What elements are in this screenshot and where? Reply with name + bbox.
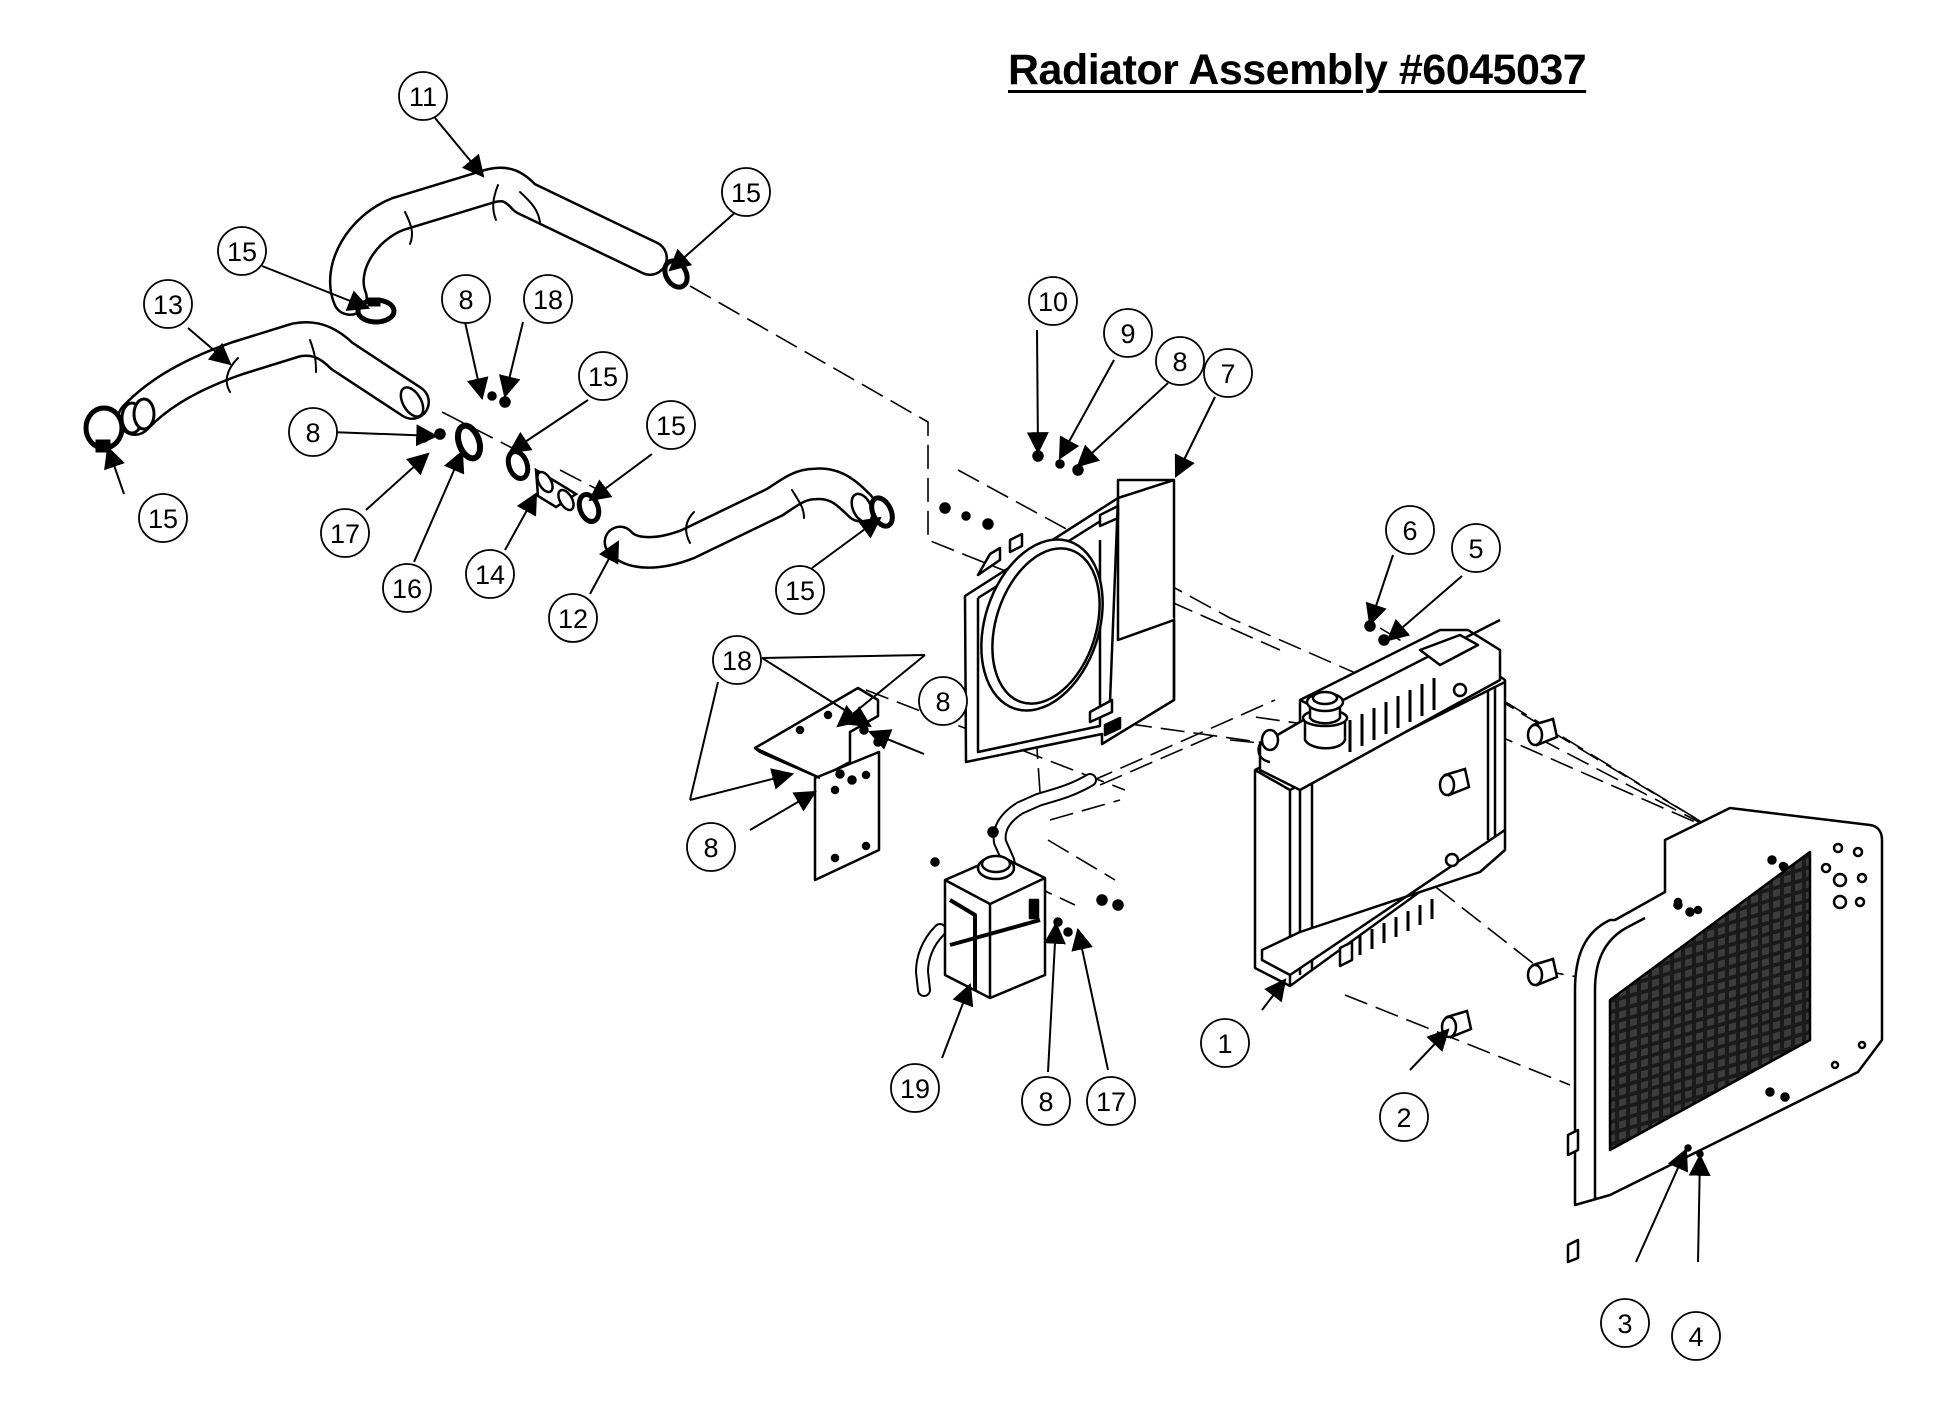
svg-text:15: 15	[148, 504, 178, 534]
svg-text:17: 17	[330, 519, 360, 549]
callout-17: 17	[320, 508, 370, 558]
callout-6: 6	[1385, 505, 1435, 555]
lower-hose-13	[117, 321, 430, 436]
overflow-tank-19	[943, 854, 1047, 1000]
svg-text:12: 12	[558, 604, 588, 634]
svg-text:15: 15	[785, 576, 815, 606]
callout-1: 1	[1200, 1018, 1250, 1068]
radiator-cap	[1301, 690, 1349, 750]
leader-lines-18-split	[689, 654, 926, 801]
svg-text:11: 11	[409, 82, 437, 112]
svg-text:8: 8	[1038, 1087, 1053, 1117]
callout-10: 10	[1028, 276, 1078, 326]
fan-shroud-7	[963, 478, 1176, 764]
callout-7: 7	[1203, 348, 1253, 398]
svg-text:13: 13	[153, 290, 183, 320]
overflow-tube	[915, 773, 1097, 997]
callout-17: 17	[1086, 1076, 1136, 1126]
callout-15: 15	[578, 351, 628, 401]
callout-15: 15	[138, 493, 188, 543]
callout-8: 8	[1155, 336, 1205, 386]
svg-text:8: 8	[935, 687, 950, 717]
callout-16: 16	[382, 563, 432, 613]
svg-text:8: 8	[458, 285, 473, 315]
svg-text:15: 15	[227, 237, 257, 267]
radiator-top-fins	[1348, 678, 1436, 752]
upper-hose-11	[328, 166, 668, 316]
callout-15: 15	[217, 226, 267, 276]
svg-text:6: 6	[1402, 516, 1417, 546]
hose-clamps	[83, 258, 895, 529]
callout-15: 15	[775, 565, 825, 615]
svg-text:8: 8	[703, 833, 718, 863]
svg-text:15: 15	[731, 178, 761, 208]
diagram-title: Radiator Assembly #6045037	[1008, 46, 1587, 94]
svg-text:5: 5	[1468, 534, 1483, 564]
svg-text:15: 15	[656, 411, 686, 441]
callout-18: 18	[712, 635, 762, 685]
grille-panel	[1566, 806, 1884, 1264]
callout-15: 15	[646, 400, 696, 450]
callout-15: 15	[721, 167, 771, 217]
callout-4: 4	[1671, 1311, 1721, 1361]
svg-text:4: 4	[1688, 1322, 1703, 1352]
callout-3: 3	[1600, 1298, 1650, 1348]
callout-8: 8	[288, 407, 338, 457]
callout-13: 13	[143, 279, 193, 329]
callout-14: 14	[465, 549, 515, 599]
svg-text:15: 15	[588, 362, 618, 392]
radiator-1	[1253, 618, 1507, 988]
mounting-bracket	[753, 686, 881, 882]
hose-12	[603, 467, 877, 569]
svg-text:16: 16	[392, 574, 422, 604]
svg-text:3: 3	[1617, 1309, 1632, 1339]
svg-text:7: 7	[1220, 359, 1235, 389]
callout-8: 8	[441, 274, 491, 324]
callout-12: 12	[548, 593, 598, 643]
svg-text:18: 18	[533, 285, 563, 315]
rubber-bushings	[1438, 717, 1559, 1039]
callout-19: 19	[890, 1063, 940, 1113]
callout-bubbles: 11 15 15 13 8 18 15 8	[138, 71, 1721, 1361]
callout-8: 8	[1021, 1076, 1071, 1126]
callout-2: 2	[1379, 1092, 1429, 1142]
svg-text:9: 9	[1120, 319, 1135, 349]
svg-text:1: 1	[1217, 1029, 1232, 1059]
svg-text:14: 14	[475, 560, 505, 590]
svg-text:2: 2	[1396, 1103, 1411, 1133]
svg-text:8: 8	[305, 418, 320, 448]
callout-5: 5	[1451, 523, 1501, 573]
radiator-bottom-fins	[1358, 899, 1434, 955]
pipe-14	[534, 467, 579, 512]
callout-11: 11	[398, 71, 448, 121]
clamp-left-end	[83, 405, 125, 453]
leader-lines	[104, 117, 1711, 1263]
callout-18: 18	[523, 274, 573, 324]
svg-text:8: 8	[1172, 347, 1187, 377]
svg-text:19: 19	[900, 1074, 930, 1104]
svg-text:10: 10	[1038, 287, 1068, 317]
svg-text:17: 17	[1096, 1087, 1126, 1117]
callout-9: 9	[1103, 308, 1153, 358]
callout-8: 8	[918, 676, 968, 726]
callout-8: 8	[686, 822, 736, 872]
svg-text:18: 18	[722, 646, 752, 676]
